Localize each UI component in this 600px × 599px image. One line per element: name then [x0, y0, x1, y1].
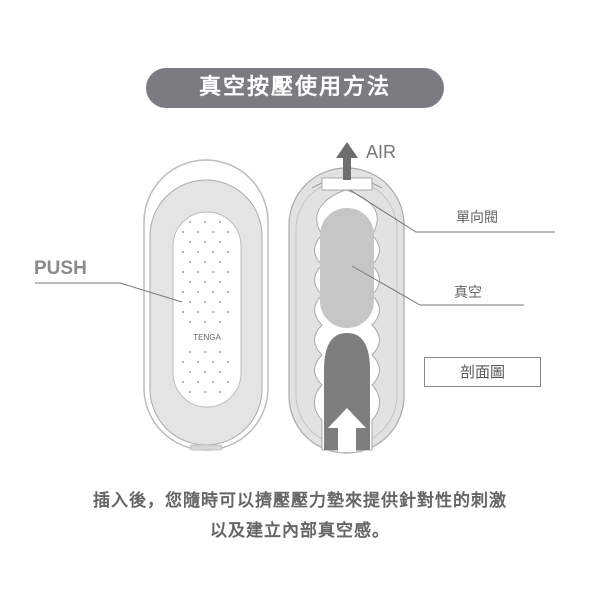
cross-section-label: 剖面圖 — [424, 357, 541, 387]
check-valve-label: 單向閥 — [456, 210, 498, 226]
brand-logo: TENGA — [193, 333, 221, 342]
air-label: AIR — [366, 142, 397, 162]
caption-line-1: 插入後，您隨時可以擠壓壓力墊來提供針對性的刺激 — [93, 491, 507, 511]
caption-line-2: 以及建立內部真空感。 — [210, 521, 390, 541]
vacuum-label: 真空 — [454, 285, 482, 301]
device-cross-section — [288, 142, 405, 454]
push-label: PUSH — [34, 258, 87, 279]
device-exterior — [143, 159, 269, 451]
title-banner: 真空按壓使用方法 — [146, 68, 444, 108]
